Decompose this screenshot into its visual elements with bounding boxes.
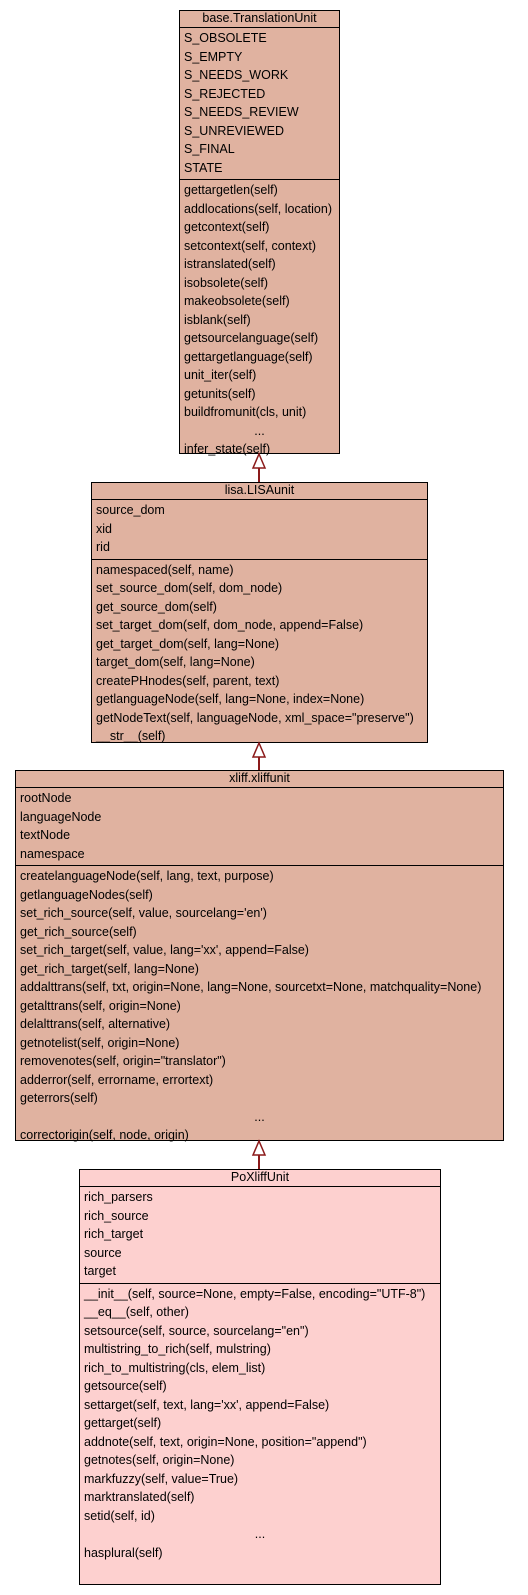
method-ellipsis: ... <box>254 1109 265 1124</box>
method: set_rich_source(self, value, sourcelang=… <box>20 906 267 920</box>
method: setcontext(self, context) <box>184 238 317 253</box>
method: marktranslated(self) <box>84 1490 195 1504</box>
method-ellipsis: ... <box>254 1527 266 1541</box>
attribute: rich_source <box>84 1208 149 1223</box>
class-title: xliff.xliffunit <box>16 771 503 788</box>
attribute: S_REJECTED <box>184 86 266 101</box>
method: getnotelist(self, origin=None) <box>20 1035 180 1050</box>
method: buildfromunit(cls, unit) <box>184 405 307 419</box>
class-methods: gettargetlen(self) addlocations(self, lo… <box>180 180 339 461</box>
attribute: STATE <box>184 160 223 175</box>
method: set_target_dom(self, dom_node, append=Fa… <box>96 618 364 632</box>
method: multistring_to_rich(self, mulstring) <box>84 1342 271 1356</box>
method: markfuzzy(self, value=True) <box>84 1471 239 1486</box>
class-box-translationunit: base.TranslationUnit S_OBSOLETE S_EMPTY … <box>179 10 340 456</box>
class-box-lisaunit: lisa.LISAunit source_dom xid rid namespa… <box>91 482 428 743</box>
attribute: rich_target <box>84 1227 144 1241</box>
attribute: S_OBSOLETE <box>184 31 267 45</box>
method: set_rich_target(self, value, lang='xx', … <box>20 943 309 957</box>
class-attributes: rootNode languageNode textNode namespace <box>16 788 503 866</box>
method: getcontext(self) <box>184 220 270 234</box>
method: geterrors(self) <box>20 1091 98 1105</box>
class-attributes: S_OBSOLETE S_EMPTY S_NEEDS_WORK S_REJECT… <box>180 28 339 180</box>
attribute: rid <box>96 540 110 554</box>
inheritance-edge-xliff-to-lisa <box>251 741 267 770</box>
class-title: PoXliffUnit <box>80 1170 440 1187</box>
method: get_source_dom(self) <box>96 599 217 614</box>
method: gettargetlen(self) <box>184 183 278 197</box>
method: __init__(self, source=None, empty=False,… <box>84 1286 426 1301</box>
attribute: namespace <box>20 846 85 861</box>
method: target_dom(self, lang=None) <box>96 655 255 669</box>
class-attributes: rich_parsers rich_source rich_target sou… <box>80 1187 440 1284</box>
method: addnote(self, text, origin=None, positio… <box>84 1434 367 1449</box>
attribute: rich_parsers <box>84 1190 153 1204</box>
class-title: base.TranslationUnit <box>180 11 339 28</box>
method: createPHnodes(self, parent, text) <box>96 673 280 688</box>
inheritance-edge-poxliff-to-xliff <box>251 1139 267 1169</box>
class-box-xliffunit: xliff.xliffunit rootNode languageNode te… <box>15 770 504 1142</box>
attribute: xid <box>96 521 112 536</box>
class-attributes: source_dom xid rid <box>92 500 427 560</box>
attribute: S_FINAL <box>184 142 235 156</box>
attribute: S_NEEDS_REVIEW <box>184 105 299 119</box>
method: makeobsolete(self) <box>184 294 290 308</box>
attribute: languageNode <box>20 809 102 824</box>
method: hasplural(self) <box>84 1545 163 1560</box>
attribute: S_NEEDS_WORK <box>184 68 289 82</box>
method: unit_iter(self) <box>184 368 257 382</box>
method: setid(self, id) <box>84 1508 155 1523</box>
method: getNodeText(self, languageNode, xml_spac… <box>96 710 414 725</box>
method: getunits(self) <box>184 386 256 401</box>
method: istranslated(self) <box>184 257 276 271</box>
method: namespaced(self, name) <box>96 562 234 577</box>
method: getsource(self) <box>84 1379 167 1393</box>
method: addalttrans(self, txt, origin=None, lang… <box>20 980 482 994</box>
method: settarget(self, text, lang='xx', append=… <box>84 1397 330 1412</box>
class-title: lisa.LISAunit <box>92 483 427 500</box>
method: get_rich_target(self, lang=None) <box>20 961 199 976</box>
inheritance-edge-lisa-to-base <box>251 452 267 482</box>
method: get_target_dom(self, lang=None) <box>96 636 280 651</box>
method: set_source_dom(self, dom_node) <box>96 581 283 595</box>
method: removenotes(self, origin="translator") <box>20 1054 226 1068</box>
method: rich_to_multistring(cls, elem_list) <box>84 1360 266 1375</box>
class-methods: createlanguageNode(self, lang, text, pur… <box>16 866 503 1147</box>
method: isblank(self) <box>184 312 251 327</box>
method: __eq__(self, other) <box>84 1305 189 1319</box>
method: addlocations(self, location) <box>184 201 332 216</box>
method: createlanguageNode(self, lang, text, pur… <box>20 869 274 883</box>
attribute: source <box>84 1245 122 1260</box>
method: getnotes(self, origin=None) <box>84 1453 235 1467</box>
class-methods: __init__(self, source=None, empty=False,… <box>80 1284 440 1565</box>
method: setsource(self, source, sourcelang="en") <box>84 1323 309 1338</box>
method: delalttrans(self, alternative) <box>20 1017 171 1031</box>
method: __str__(self) <box>96 729 166 743</box>
method: adderror(self, errorname, errortext) <box>20 1072 214 1087</box>
attribute: source_dom <box>96 503 165 517</box>
method: get_rich_source(self) <box>20 924 137 939</box>
method: getlanguageNodes(self) <box>20 887 153 902</box>
method: infer_state(self) <box>184 442 271 456</box>
method: getlanguageNode(self, lang=None, index=N… <box>96 692 365 706</box>
method: gettarget(self) <box>84 1416 162 1430</box>
method: getsourcelanguage(self) <box>184 331 319 345</box>
attribute: rootNode <box>20 791 72 805</box>
attribute: textNode <box>20 828 71 842</box>
method: getalttrans(self, origin=None) <box>20 998 181 1013</box>
method: correctorigin(self, node, origin) <box>20 1128 189 1142</box>
class-methods: namespaced(self, name) set_source_dom(se… <box>92 560 427 748</box>
class-box-poxliffunit: PoXliffUnit rich_parsers rich_source ric… <box>79 1169 441 1585</box>
attribute: target <box>84 1264 116 1278</box>
method: gettargetlanguage(self) <box>184 349 313 364</box>
method: isobsolete(self) <box>184 275 269 290</box>
method-ellipsis: ... <box>254 423 265 438</box>
attribute: S_UNREVIEWED <box>184 123 285 138</box>
attribute: S_EMPTY <box>184 49 243 64</box>
